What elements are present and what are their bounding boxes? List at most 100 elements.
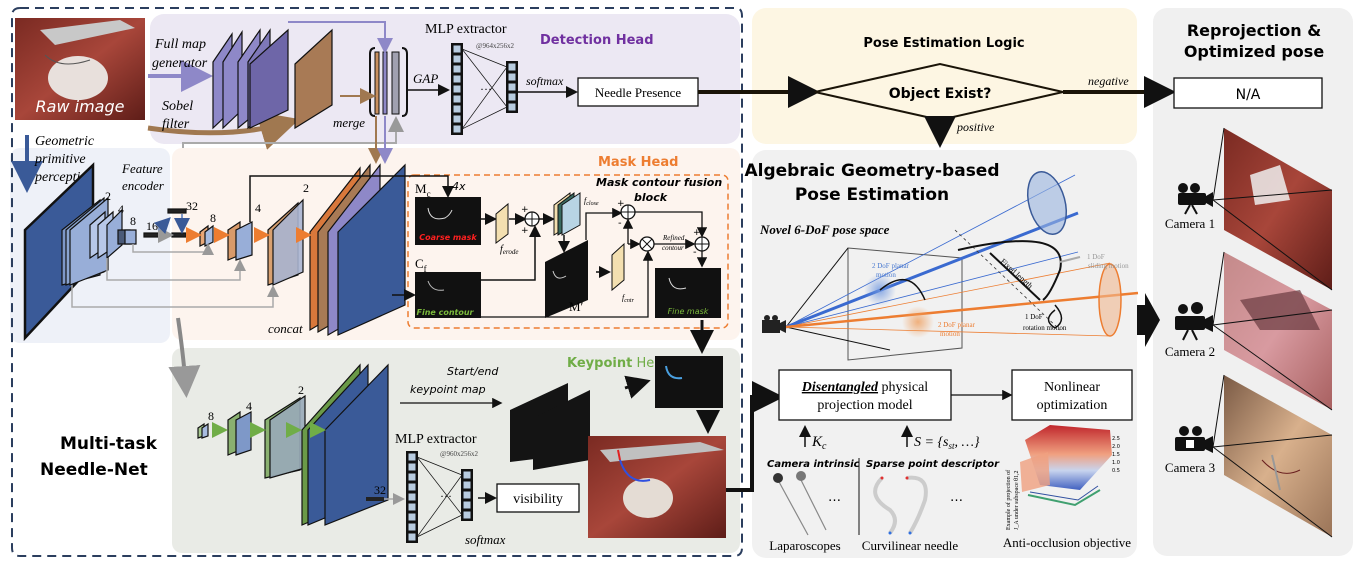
- negative-label: negative: [1088, 74, 1129, 88]
- plot-z-tick: 2.0: [1112, 444, 1120, 450]
- feature-encoder-label-2: encoder: [122, 178, 165, 193]
- mlp-node: [453, 75, 461, 83]
- gap-label: GAP: [413, 71, 438, 86]
- sub-to-final-arrow: [635, 211, 708, 238]
- detection-ellipsis: ···: [480, 82, 492, 96]
- optimization-label-2: optimization: [1037, 398, 1108, 413]
- detection-mlp-dims: @964x256x2: [476, 42, 514, 50]
- mlp-node: [453, 115, 461, 123]
- sparse-descriptor-label: Sparse point descriptor: [866, 459, 1000, 470]
- keypoint-map-label-1: Start/end: [447, 365, 499, 378]
- kp-bottleneck: [366, 497, 384, 501]
- laparoscopes-label: Laparoscopes: [769, 538, 840, 553]
- m-prime-label: M′: [569, 299, 584, 314]
- orange-planar-label-2: motion: [940, 330, 960, 338]
- mlp-node: [508, 93, 516, 101]
- map-to-heatmap-arrow: [624, 375, 651, 399]
- sum-node-2: [620, 204, 636, 220]
- coarse-mask-image: [415, 197, 481, 245]
- concat-label: concat: [268, 321, 303, 336]
- reprojection-title-2: Optimized pose: [1184, 42, 1325, 61]
- sum-node-3: [694, 236, 710, 252]
- optimization-label-1: Nonlinear: [1044, 380, 1100, 395]
- anti-occlusion-label: Anti-occlusion objective: [1003, 535, 1131, 550]
- mask-decoder-layers: [199, 163, 406, 337]
- projection-model-box: [778, 369, 952, 421]
- detection-mlp: [451, 43, 518, 135]
- raw-image-label: Raw image: [36, 97, 125, 116]
- upsample-arrow: [405, 175, 454, 198]
- mlp-node: [408, 493, 416, 501]
- mlp-node: [453, 45, 461, 53]
- dec-scale-8: 8: [210, 211, 216, 225]
- camera-intrinsic-label: Camera intrinsic: [767, 459, 860, 470]
- mask-fusion-title-1: Mask contour fusion: [596, 176, 722, 189]
- keypoint-overlay-image: [588, 436, 726, 538]
- dec-scale-2: 2: [303, 181, 309, 195]
- camera-2-view: [1212, 251, 1333, 411]
- mlp-node: [408, 483, 416, 491]
- refined-label-1: Refined: [662, 234, 685, 242]
- decision-label: Object Exist?: [889, 86, 992, 102]
- contour-to-mul-arrow: [481, 250, 654, 318]
- laparoscopes-ellipsis: …: [828, 490, 841, 505]
- fine-mask-image: [655, 268, 721, 318]
- camera-1-label: Camera 1: [1165, 216, 1215, 231]
- fine-contour-curve: [427, 280, 445, 291]
- needle-presence-box: [577, 77, 699, 107]
- kp-scale-2: 2: [298, 383, 304, 397]
- rotation-label-2: rotation motion: [1023, 324, 1067, 332]
- na-label: N/A: [1236, 87, 1261, 103]
- sobel-arrow: [147, 111, 300, 150]
- orange-planar-label-1: 2 DoF planar: [938, 321, 976, 329]
- optimization-box: [1011, 369, 1133, 421]
- visibility-box: [496, 483, 580, 513]
- camera-3-icon: [1175, 426, 1213, 453]
- sliding-label-1: 1 DoF: [1087, 253, 1105, 261]
- coarse-mask-curve: [427, 207, 453, 220]
- mlp-node: [408, 503, 416, 511]
- keypoint-mlp: [406, 451, 473, 543]
- mask-fusion-block: [407, 174, 729, 329]
- mlp-node: [508, 73, 516, 81]
- mlp-node: [408, 523, 416, 531]
- s-label: S = {sst, …}: [914, 435, 980, 451]
- upsample-label: 4x: [452, 180, 466, 193]
- f-erode-label: ferode: [500, 244, 518, 256]
- coarse-mask-label: Coarse mask: [419, 233, 477, 242]
- plot-z-tick: 0.5: [1112, 468, 1120, 474]
- keypoint-ellipsis: ···: [440, 489, 452, 503]
- mlp-node: [463, 491, 471, 499]
- pose-title-1: Algebraic Geometry-based: [744, 161, 999, 181]
- pose-space-illustration: [785, 170, 1139, 361]
- mlp-connection: [416, 474, 463, 538]
- mlp-node: [453, 105, 461, 113]
- sobel-label-1: Sobel: [162, 99, 193, 114]
- mlp-node: [453, 65, 461, 73]
- camera-2-label: Camera 2: [1165, 344, 1215, 359]
- keypoint-softmax-label: softmax: [465, 532, 506, 547]
- needle-net-boundary: [11, 7, 743, 557]
- sobel-layer: [294, 28, 333, 130]
- keypoint-mlp-label: MLP extractor: [395, 432, 477, 447]
- overlay-to-projection-arrow: [726, 381, 784, 492]
- kp-scale-4: 4: [246, 399, 252, 413]
- anti-occlusion-plot: [1020, 425, 1112, 507]
- geo-label-1: Geometric: [35, 134, 95, 149]
- mlp-node: [463, 501, 471, 509]
- mlp-connection: [461, 48, 508, 108]
- curvilinear-needle-illustration: [873, 475, 928, 535]
- mlp-connection: [461, 48, 508, 68]
- mprime-to-sub-arrow: [585, 207, 623, 240]
- fine-mask-label: Fine mask: [668, 307, 709, 316]
- keypoint-map-label-2: keypoint map: [410, 383, 486, 396]
- laparoscopes-illustration: [773, 471, 827, 536]
- plot-ylabel-1: Example of projection of: [1005, 470, 1012, 530]
- mlp-connection: [416, 456, 463, 476]
- dec-scale-4: 4: [255, 201, 261, 215]
- na-box: [1173, 77, 1323, 109]
- network-title-2: Needle-Net: [40, 460, 148, 480]
- minus-sign: -: [618, 218, 622, 229]
- mlp-node: [463, 471, 471, 479]
